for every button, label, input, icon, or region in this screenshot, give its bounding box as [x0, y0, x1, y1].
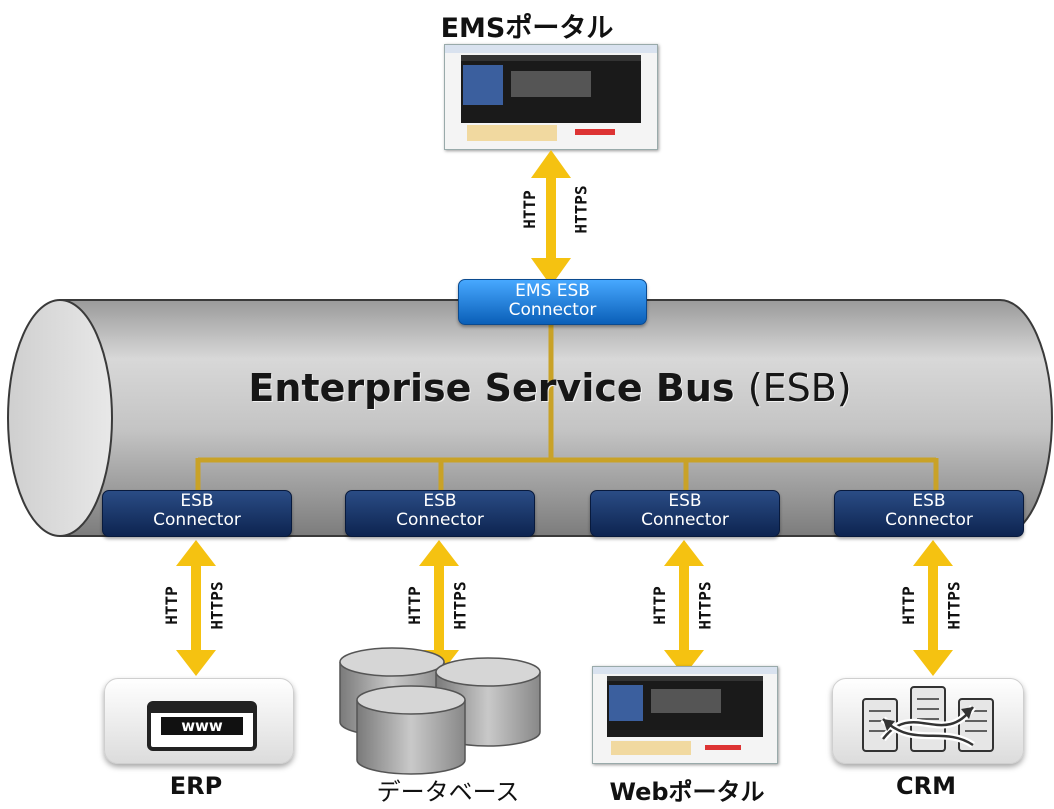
proto-https-erp: HTTPS — [207, 581, 227, 630]
connector-line2: Connector — [396, 510, 484, 530]
arrow-top — [531, 150, 571, 286]
connector-line2: Connector — [641, 510, 729, 530]
ems-portal-title: EMSポータル — [440, 13, 614, 44]
endpoint-label-web-portal: Webポータル — [609, 778, 765, 806]
esb-connector-erp: ESB Connector — [102, 490, 292, 537]
esb-connector-database: ESB Connector — [345, 490, 535, 537]
ems-portal-screenshot — [444, 44, 658, 150]
proto-http-web-portal: HTTP — [649, 586, 669, 625]
esb-connector-crm: ESB Connector — [834, 490, 1024, 537]
connector-line2: Connector — [153, 510, 241, 530]
connector-line1: EMS ESB — [515, 281, 590, 301]
web-portal-screenshot — [592, 666, 778, 764]
www-icon: www — [104, 678, 294, 764]
proto-http-erp: HTTP — [161, 586, 181, 625]
bus-lines — [195, 318, 939, 496]
esb-tube — [7, 299, 1053, 537]
proto-http-top: HTTP — [519, 190, 539, 229]
proto-http-crm: HTTP — [898, 586, 918, 625]
www-text: www — [161, 717, 243, 735]
esb-connector-web-portal: ESB Connector — [590, 490, 780, 537]
proto-https-database: HTTPS — [450, 581, 470, 630]
connector-line1: ESB — [180, 491, 214, 511]
connector-line1: ESB — [912, 491, 946, 511]
esb-title-main: Enterprise Service Bus — [248, 366, 735, 410]
ems-esb-connector: EMS ESB Connector — [458, 279, 647, 325]
endpoint-label-crm: CRM — [896, 772, 956, 800]
esb-title-abbr: (ESB) — [747, 366, 852, 410]
proto-http-database: HTTP — [404, 586, 424, 625]
proto-https-crm: HTTPS — [944, 581, 964, 630]
database-icon — [339, 647, 541, 775]
endpoint-label-database: データベース — [376, 778, 520, 806]
connector-line1: ESB — [423, 491, 457, 511]
connector-line2: Connector — [885, 510, 973, 530]
server-sync-icon — [832, 678, 1024, 764]
connector-line2: Connector — [508, 300, 597, 320]
arrow-crm — [913, 540, 953, 676]
arrow-erp — [176, 540, 216, 676]
arrow-web-portal — [664, 540, 704, 676]
endpoint-label-erp: ERP — [169, 772, 223, 800]
proto-https-top: HTTPS — [571, 185, 591, 234]
esb-title: Enterprise Service Bus (ESB) — [150, 366, 950, 410]
connector-line1: ESB — [668, 491, 702, 511]
proto-https-web-portal: HTTPS — [695, 581, 715, 630]
tube-left-cap — [7, 299, 113, 537]
